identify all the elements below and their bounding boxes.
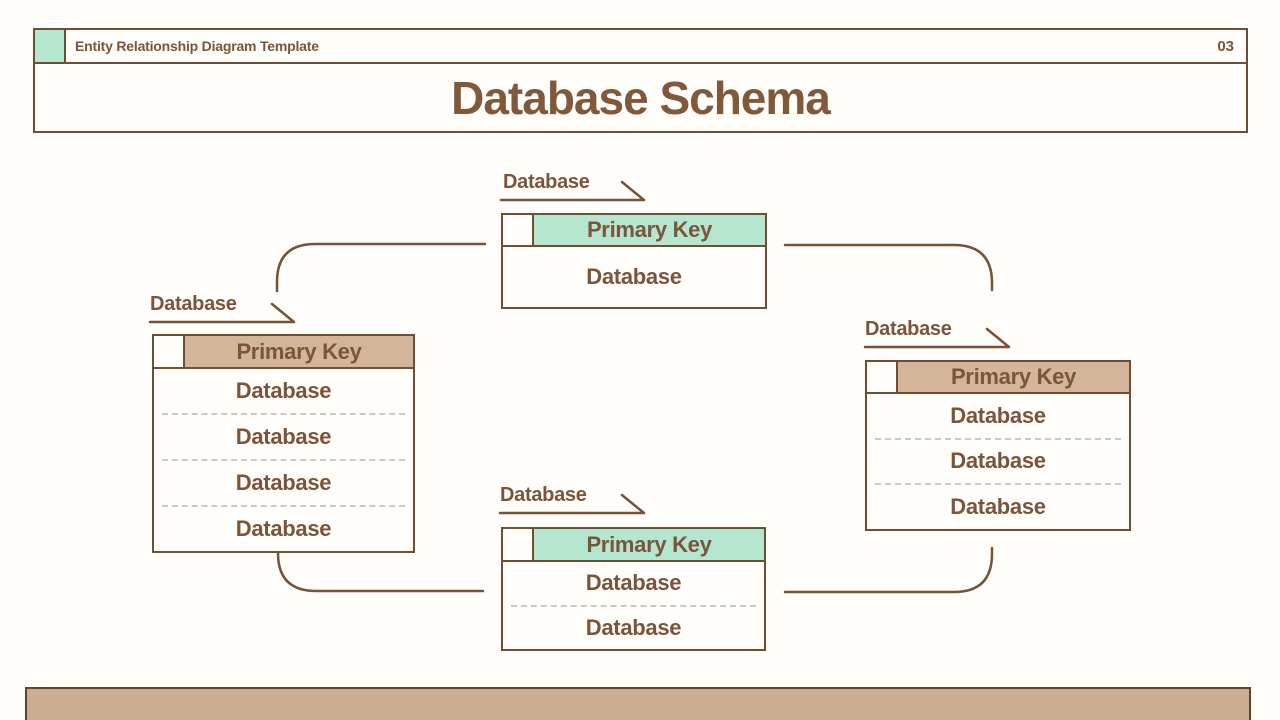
connector-bottom-right	[783, 546, 994, 594]
table-row: Database	[235, 516, 332, 541]
entity-table-bottom: Primary Key Database Database	[501, 527, 766, 651]
key-cell	[503, 529, 534, 560]
row-divider	[875, 437, 1121, 440]
page-title: Database Schema	[451, 71, 831, 124]
row-divider	[162, 505, 405, 507]
primary-key-header: Primary Key	[185, 336, 413, 367]
entity-label-bottom: Database	[500, 484, 587, 506]
entity-table-right: Primary Key Database Database Database	[865, 360, 1131, 531]
entity-label-left: Database	[150, 293, 237, 315]
table-row: Database	[950, 448, 1046, 474]
table-row: Database	[235, 424, 332, 449]
row-divider	[162, 413, 405, 415]
page-number: 03	[1217, 37, 1234, 55]
accent-square	[35, 30, 66, 62]
primary-key-header: Primary Key	[898, 362, 1129, 392]
template-name: Entity Relationship Diagram Template	[75, 38, 319, 54]
header-strip: Entity Relationship Diagram Template 03	[35, 30, 1246, 64]
connector-top-left	[275, 242, 487, 293]
table-row: Database	[235, 378, 332, 403]
entity-label-right: Database	[865, 318, 952, 340]
primary-key-header: Primary Key	[534, 529, 764, 560]
primary-key-header: Primary Key	[534, 215, 765, 245]
connector-bottom-left	[276, 546, 485, 593]
footer-bar	[25, 687, 1251, 720]
key-cell	[503, 215, 534, 245]
entity-table-left: Primary Key Database Database Database D…	[152, 334, 415, 553]
row-divider	[162, 459, 405, 461]
entity-table-top: Primary Key Database	[501, 213, 767, 309]
table-row: Database	[586, 264, 682, 289]
key-cell	[154, 336, 185, 367]
key-cell	[867, 362, 898, 392]
entity-header: Primary Key	[503, 215, 765, 247]
table-row: Database	[950, 493, 1046, 519]
row-divider	[511, 604, 756, 607]
entity-header: Primary Key	[867, 362, 1129, 394]
entity-header: Primary Key	[503, 529, 764, 562]
table-row: Database	[585, 614, 682, 640]
title-block: Entity Relationship Diagram Template 03 …	[33, 28, 1248, 133]
table-row: Database	[950, 402, 1046, 428]
connector-top-right	[783, 243, 994, 292]
entity-header: Primary Key	[154, 336, 413, 369]
row-divider	[875, 483, 1121, 485]
table-row: Database	[585, 570, 682, 596]
entity-label-top: Database	[503, 171, 590, 193]
table-row: Database	[235, 470, 332, 495]
